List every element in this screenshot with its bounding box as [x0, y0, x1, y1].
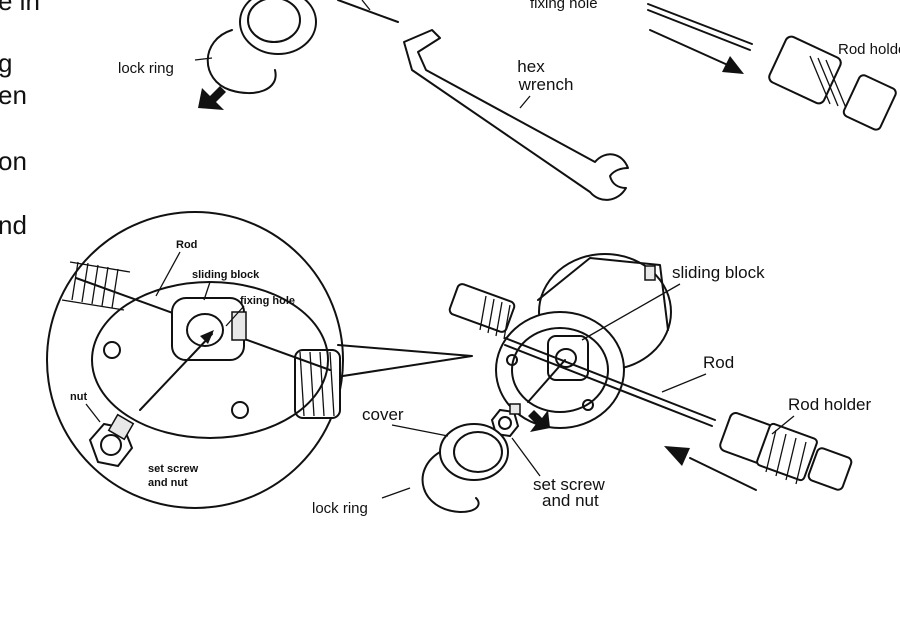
side-text-fragment: e in [0, 0, 40, 16]
set-screw-label: set screw [533, 475, 606, 494]
top-lock-ring [206, 29, 277, 95]
rod-label: Rod [703, 353, 734, 372]
set-screw-label: and nut [542, 491, 599, 510]
main-lock-ring [421, 451, 480, 513]
main-cover [439, 423, 509, 481]
hex-wrench-label: hex [517, 57, 545, 76]
main-housing [448, 253, 672, 429]
main-arrow-up-right-icon [528, 410, 550, 432]
hex-wrench [403, 29, 629, 201]
inset-set-screw-label: set screw [148, 463, 199, 475]
inset-rod-label: Rod [176, 239, 197, 251]
rod-holder-label: Rod holder [788, 395, 872, 414]
side-text-fragment: en [0, 80, 27, 110]
top-cover-part [239, 0, 317, 55]
main-rod-holder [719, 412, 853, 491]
side-text-fragment: nd [0, 210, 27, 240]
top-arrow-down-left-icon [198, 86, 226, 110]
cover-label: cover [362, 405, 404, 424]
inset-sliding-block-label: sliding block [192, 269, 260, 281]
top-rod-holder [768, 35, 897, 131]
side-text: e in g en on nd [0, 0, 40, 240]
side-text-fragment: on [0, 146, 27, 176]
sliding-block-label: sliding block [672, 263, 765, 282]
inset-fixing-hole-label: fixing hole [240, 295, 295, 307]
top-fixing-hole-label: fixing hole [530, 0, 598, 12]
main-rod [504, 337, 716, 427]
top-rod-holder-label: Rod holder [838, 41, 900, 58]
inset-set-screw-label: and nut [148, 477, 188, 489]
inset-threaded-tube [294, 349, 341, 419]
top-lock-ring-label: lock ring [118, 60, 174, 77]
top-arrow-right-icon [649, 29, 744, 74]
detail-inset: nut Rod sliding block fixing hole set sc… [46, 211, 473, 509]
inset-nut [88, 413, 135, 468]
side-text-fragment: g [0, 48, 12, 78]
main-arrow-left-icon [664, 446, 757, 491]
lock-ring-label: lock ring [312, 500, 368, 517]
top-rod [647, 3, 753, 51]
inset-nut-label: nut [70, 391, 87, 403]
inset-sliding-block [171, 297, 247, 361]
hex-wrench-label: wrench [518, 75, 574, 94]
